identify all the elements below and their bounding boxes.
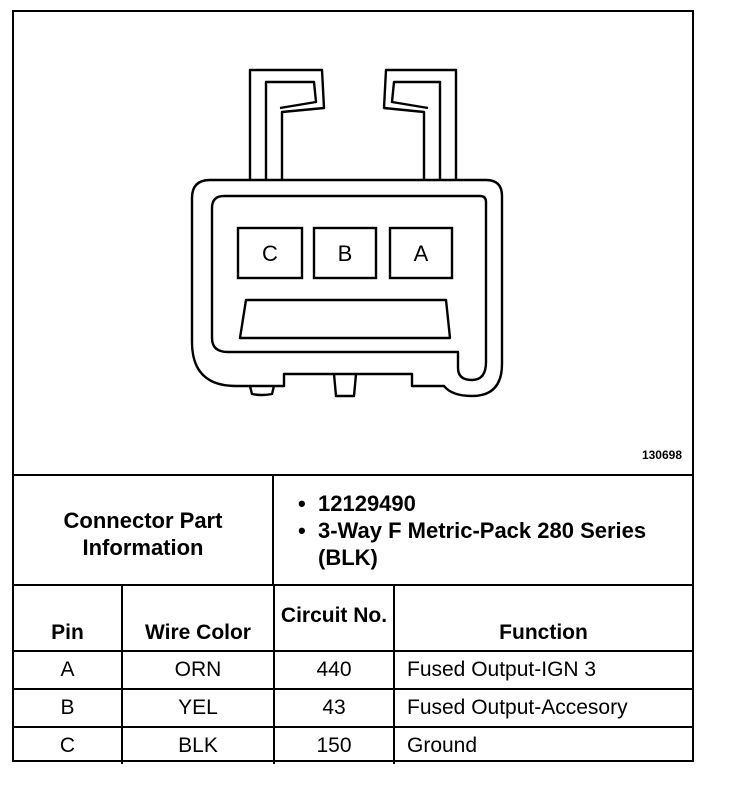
right-latch-inner (390, 80, 442, 180)
bullet-icon: • (298, 491, 306, 516)
cell-pin: C (14, 726, 123, 764)
info-label: Connector Part Information (14, 476, 274, 584)
cell-wire-color: ORN (121, 650, 275, 690)
header-pin: Pin (14, 586, 123, 652)
cell-function: Fused Output-IGN 3 (393, 650, 692, 690)
connector-part-info: Connector Part Information • 12129490 • 3-… (14, 476, 692, 586)
table-row: B YEL 43 Fused Output-Accesory (14, 688, 692, 728)
connector-frame: C B A 130698 Connector Part Information … (12, 10, 694, 764)
right-latch (382, 68, 458, 180)
bullet-icon: • (298, 518, 306, 543)
info-item: • 12129490 (276, 490, 686, 517)
pin-label-b: B (338, 241, 353, 266)
pin-label-c: C (262, 241, 278, 266)
pin-cavity-c (236, 226, 304, 280)
left-latch-inner (264, 80, 318, 180)
info-list: • 12129490 • 3-Way F Metric-Pack 280 Serie… (276, 490, 686, 571)
part-number: 12129490 (318, 491, 416, 516)
cell-function: Ground (393, 726, 692, 764)
table-row: A ORN 440 Fused Output-IGN 3 (14, 650, 692, 690)
table-row: C BLK 150 Ground (14, 726, 692, 764)
cell-wire-color: YEL (121, 688, 275, 728)
cell-function: Fused Output-Accesory (393, 688, 692, 728)
figure-number: 130698 (641, 448, 682, 462)
connector-drawing: C B A (190, 68, 504, 398)
terminal-leg-left (248, 385, 276, 397)
cell-pin: B (14, 688, 123, 728)
info-item: • 3-Way F Metric-Pack 280 Series (BLK) (276, 517, 686, 571)
connector-slot (238, 298, 452, 340)
cell-circuit: 43 (273, 688, 395, 728)
connector-inner-body (210, 194, 488, 382)
header-wire-color: Wire Color (121, 586, 275, 652)
pin-table-header: Pin Wire Color Circuit No. Function (14, 586, 692, 652)
pin-cavity-a (388, 226, 454, 280)
connector-diagram: C B A 130698 (14, 12, 692, 476)
cell-circuit: 150 (273, 726, 395, 764)
pin-cavity-b (312, 226, 378, 280)
cell-wire-color: BLK (121, 726, 275, 764)
connector-outer-body (190, 178, 504, 398)
pin-label-a: A (414, 241, 429, 266)
left-latch (248, 68, 326, 180)
header-circuit: Circuit No. (273, 586, 395, 652)
header-function: Function (393, 586, 692, 652)
pin-table: Pin Wire Color Circuit No. Function A OR… (14, 586, 692, 764)
connector-description: 3-Way F Metric-Pack 280 Series (BLK) (318, 518, 647, 570)
cell-pin: A (14, 650, 123, 690)
cell-circuit: 440 (273, 650, 395, 690)
terminal-leg-center (332, 373, 358, 398)
